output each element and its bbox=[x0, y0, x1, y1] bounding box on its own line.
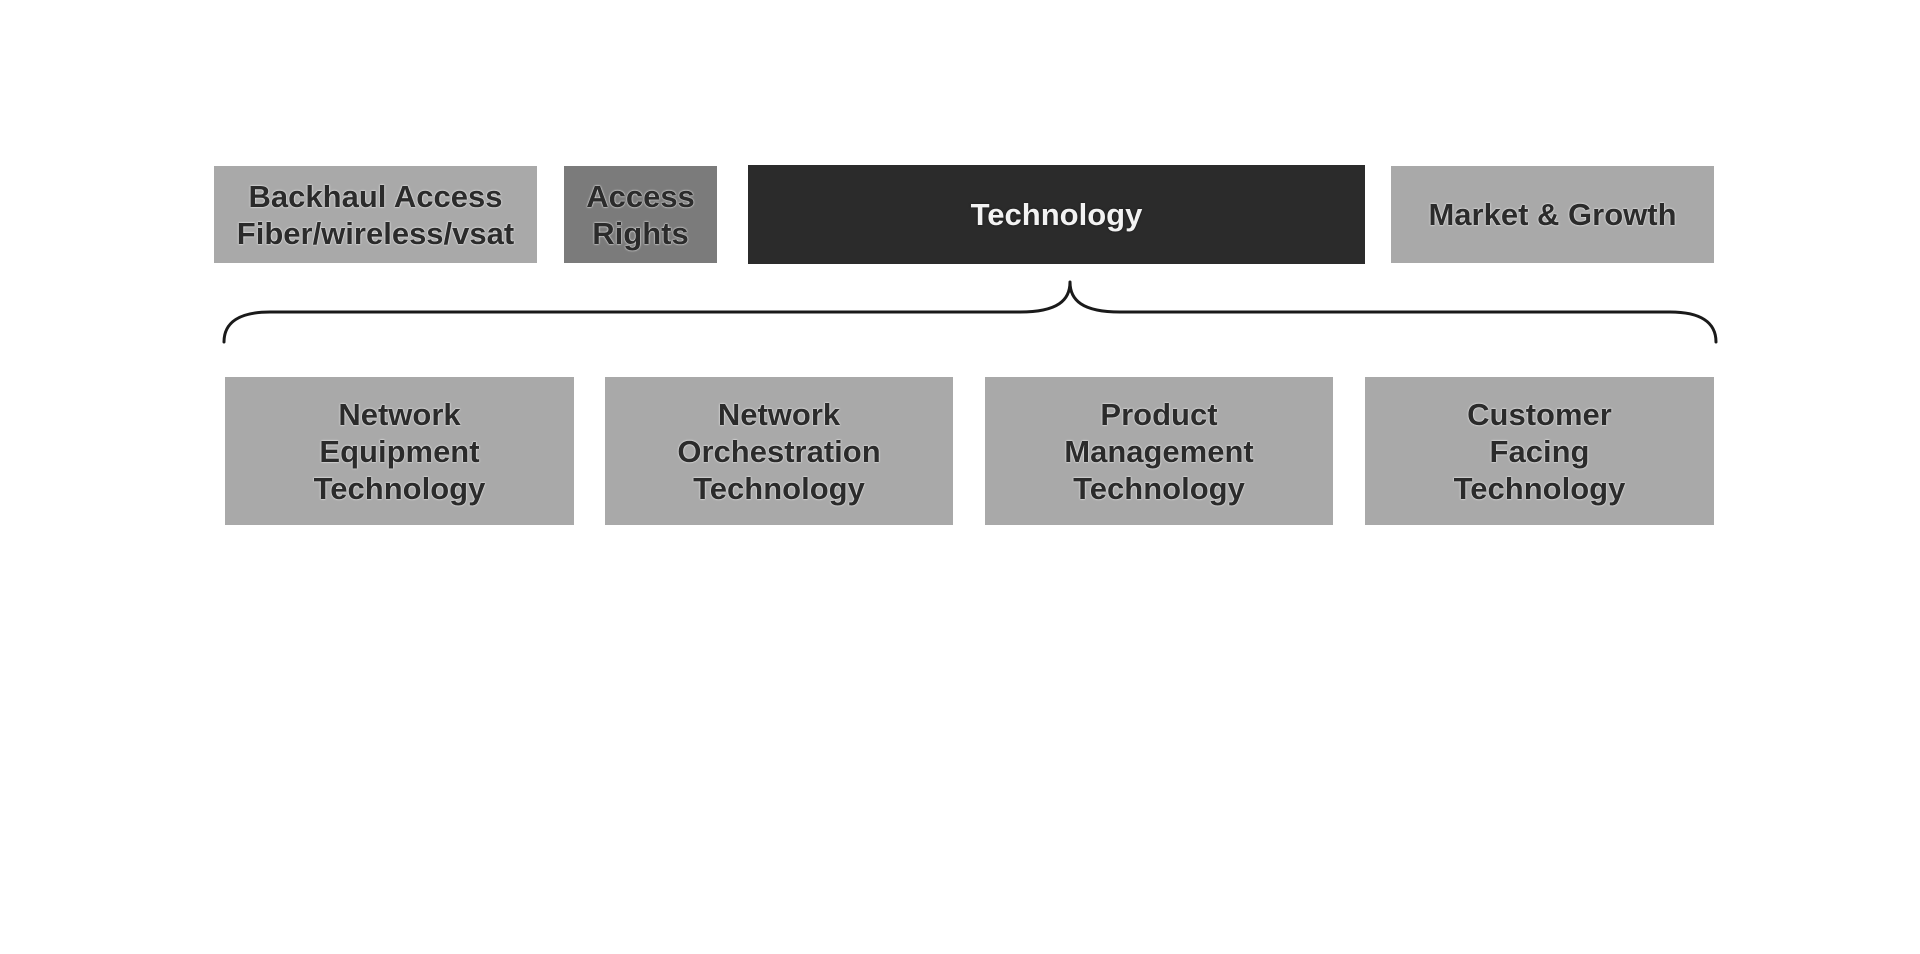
technology-label: Technology bbox=[970, 197, 1143, 232]
sub-box-label: Customer Facing Technology bbox=[1453, 396, 1626, 506]
brace-path bbox=[222, 280, 1718, 344]
backhaul-access-label: Backhaul Access Fiber/wireless/vsat bbox=[236, 178, 515, 251]
sub-box-label: Network Orchestration Technology bbox=[677, 396, 881, 506]
access-rights-label: Access Rights bbox=[586, 178, 695, 251]
backhaul-access-box: Backhaul Access Fiber/wireless/vsat bbox=[214, 166, 537, 263]
sub-box-label: Network Equipment Technology bbox=[313, 396, 486, 506]
network-orchestration-technology-box: Network Orchestration Technology bbox=[605, 377, 953, 525]
market-growth-box: Market & Growth bbox=[1391, 166, 1714, 263]
market-growth-label: Market & Growth bbox=[1428, 197, 1677, 232]
product-management-technology-box: Product Management Technology bbox=[985, 377, 1333, 525]
sub-box-label: Product Management Technology bbox=[1064, 396, 1254, 506]
network-equipment-technology-box: Network Equipment Technology bbox=[225, 377, 574, 525]
access-rights-box: Access Rights bbox=[564, 166, 717, 263]
customer-facing-technology-box: Customer Facing Technology bbox=[1365, 377, 1714, 525]
technology-box: Technology bbox=[748, 165, 1365, 264]
